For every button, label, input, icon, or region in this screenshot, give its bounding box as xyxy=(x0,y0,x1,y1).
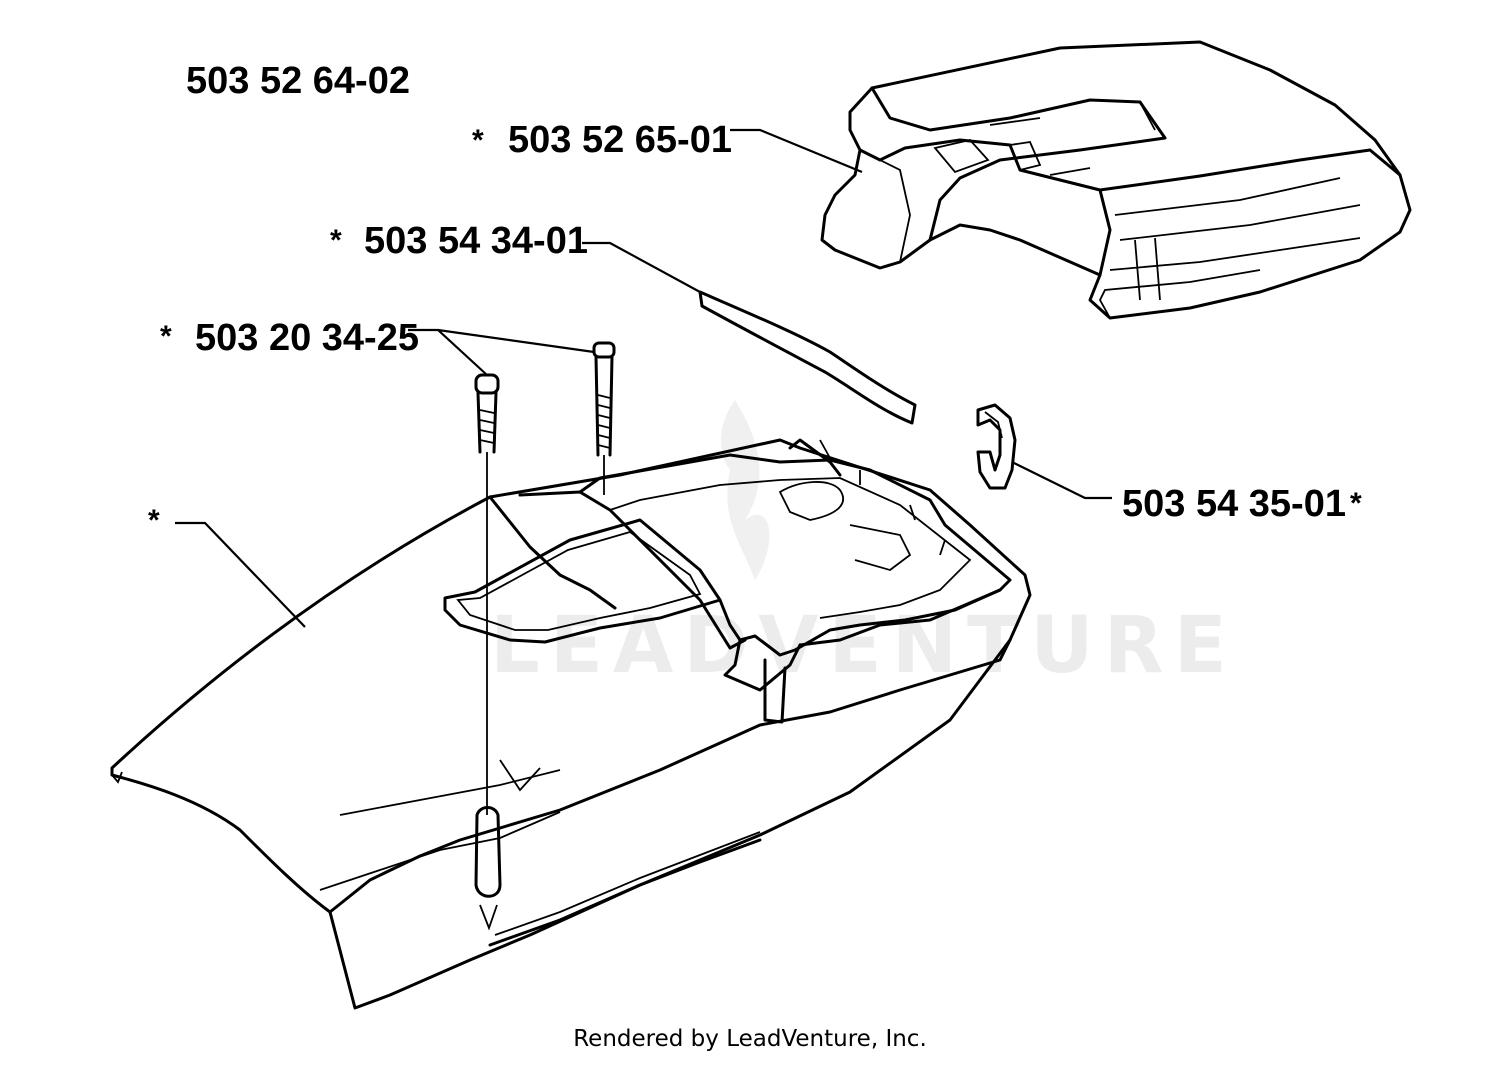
leader-lines xyxy=(175,128,1112,628)
leader-clip xyxy=(1011,461,1112,500)
top-cover-star: * xyxy=(472,124,484,157)
clip-drawing xyxy=(976,403,1017,490)
screws-star: * xyxy=(160,320,172,353)
clip-part-number: 503 54 35-01 xyxy=(1122,483,1346,525)
seal-strip-star: * xyxy=(330,224,342,257)
screws-part-number: 503 20 34-25 xyxy=(195,317,419,359)
leader-top-cover xyxy=(730,128,863,174)
top-cover-part-number: 503 52 65-01 xyxy=(508,119,732,161)
assembly-number-label: 503 52 64-02 xyxy=(186,60,410,102)
leader-lower-cover xyxy=(175,521,306,628)
seal-strip-drawing xyxy=(698,290,917,425)
seal-strip-part-number: 503 54 34-01 xyxy=(364,220,588,262)
watermark-text: LEADVENTURE xyxy=(490,601,1237,691)
leadventure-watermark: LEADVENTURE xyxy=(490,400,1237,691)
top-cover-drawing xyxy=(820,40,1412,320)
clip-star: * xyxy=(1350,487,1362,520)
lower-cover-star: * xyxy=(148,504,160,537)
leader-screw-2 xyxy=(437,328,595,354)
lower-cover-drawing xyxy=(110,438,1032,1010)
leader-screw-1 xyxy=(408,328,488,376)
leader-seal-strip xyxy=(582,241,701,293)
screws-drawing xyxy=(474,341,616,931)
footer-credit: Rendered by LeadVenture, Inc. xyxy=(573,1026,927,1052)
